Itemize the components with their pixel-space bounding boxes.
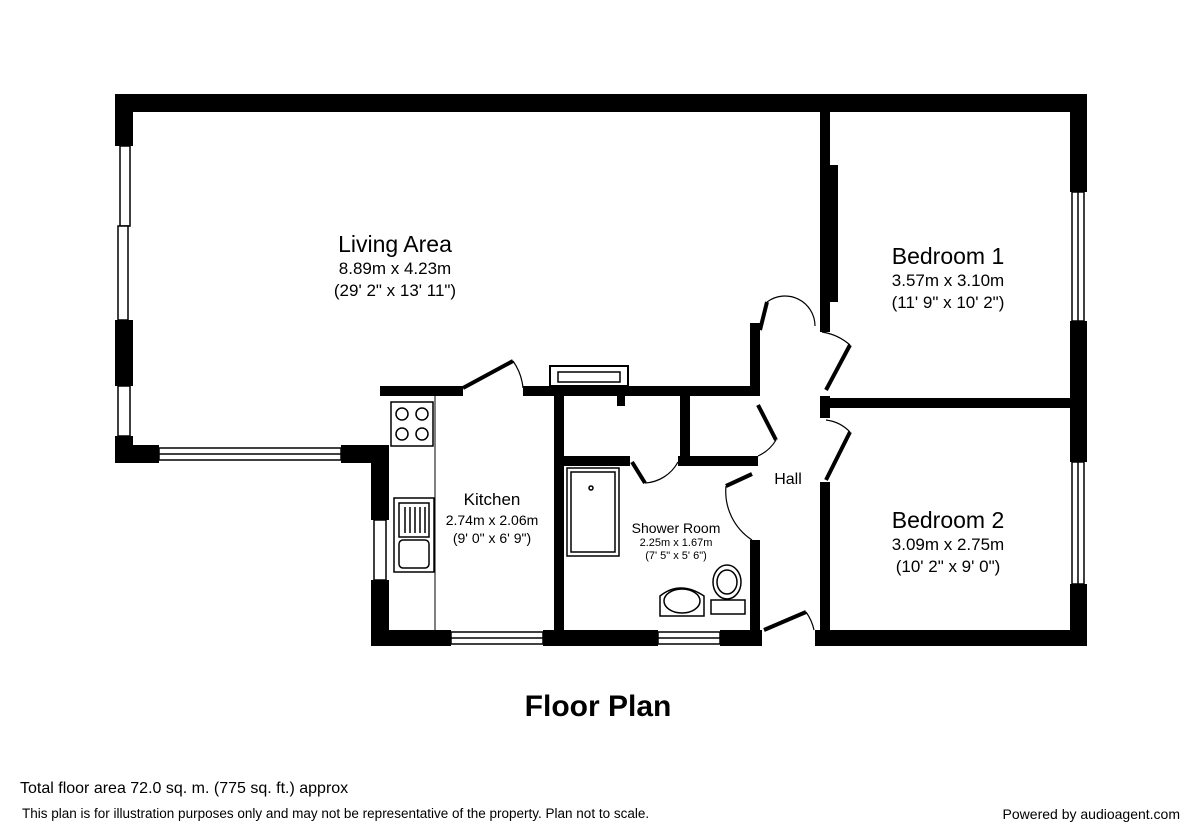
hall-label: Hall	[774, 471, 802, 488]
living-area-label: Living Area 8.89m x 4.23m (29' 2" x 13' …	[334, 230, 456, 302]
room-name: Bedroom 1	[891, 243, 1005, 269]
plan-title: Floor Plan	[524, 690, 672, 723]
powered-by-credit: Powered by audioagent.com	[1002, 806, 1180, 822]
disclaimer-text: This plan is for illustration purposes o…	[22, 806, 650, 821]
bedroom-2-label: Bedroom 2 3.09m x 2.75m (10' 2" x 9' 0")	[892, 506, 1005, 578]
room-dimensions-metric: 3.57m x 3.10m	[891, 271, 1005, 290]
kitchen-fixtures	[390, 396, 436, 630]
room-name: Living Area	[338, 231, 452, 257]
room-name: Shower Room	[631, 520, 721, 536]
exterior-walls	[115, 94, 1087, 646]
bathroom-fixtures	[566, 467, 746, 617]
room-dimensions-imperial: (29' 2" x 13' 11")	[333, 281, 457, 300]
doors	[462, 295, 852, 632]
floor-plan-drawing	[115, 94, 1087, 646]
room-dimensions-metric: 2.74m x 2.06m	[445, 512, 539, 528]
room-dimensions-imperial: (10' 2" x 9' 0")	[895, 557, 1001, 576]
room-dimensions-imperial: (9' 0" x 6' 9")	[452, 530, 532, 546]
fireplace	[549, 365, 629, 387]
bedroom-1-label: Bedroom 1 3.57m x 3.10m (11' 9" x 10' 2"…	[892, 242, 1005, 314]
interior-walls	[380, 112, 1087, 646]
kitchen-label: Kitchen 2.74m x 2.06m (9' 0" x 6' 9")	[446, 489, 539, 547]
room-name: Kitchen	[463, 490, 521, 509]
room-dimensions-metric: 2.25m x 1.67m	[639, 537, 713, 549]
shower-room-label: Shower Room 2.25m x 1.67m (7' 5" x 5' 6"…	[632, 519, 721, 563]
room-dimensions-metric: 3.09m x 2.75m	[891, 535, 1005, 554]
room-dimensions-metric: 8.89m x 4.23m	[338, 259, 452, 278]
windows	[117, 145, 1085, 645]
room-dimensions-imperial: (11' 9" x 10' 2")	[891, 293, 1005, 312]
total-floor-area: Total floor area 72.0 sq. m. (775 sq. ft…	[20, 780, 349, 797]
room-dimensions-imperial: (7' 5" x 5' 6")	[645, 550, 707, 562]
room-name: Bedroom 2	[891, 507, 1005, 533]
